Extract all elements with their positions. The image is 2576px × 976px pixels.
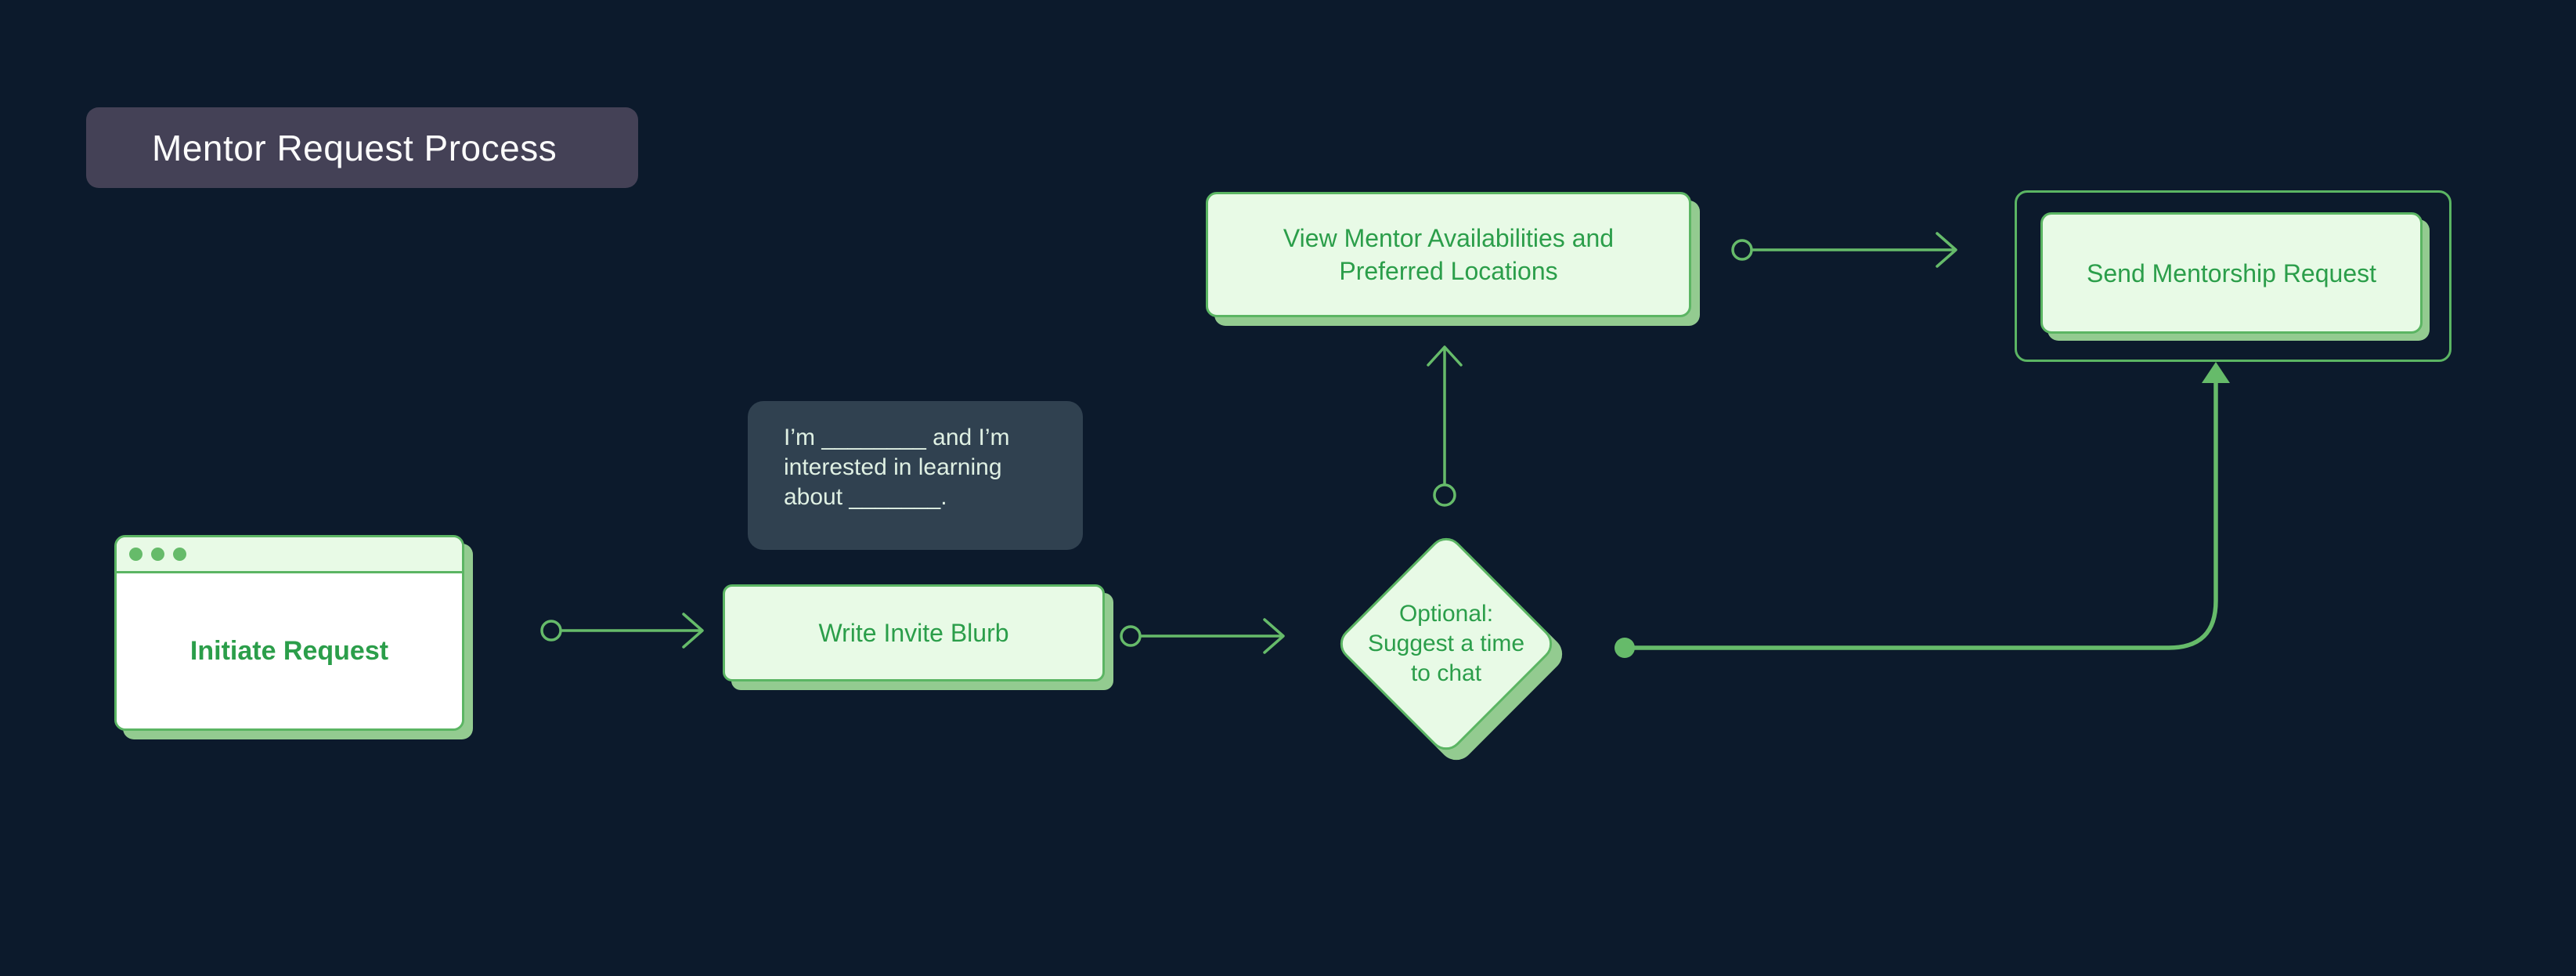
arrowhead-up-solid-icon	[2202, 362, 2230, 383]
connector-start-dot	[1615, 638, 1635, 658]
node-label: Initiate Request	[189, 635, 389, 666]
connector-view-to-send	[1731, 232, 1957, 268]
diagram-title-badge: Mentor Request Process	[86, 107, 638, 188]
note-line: I’m ________ and I’m	[784, 425, 1010, 450]
node-send-mentorship-request[interactable]: Send Mentorship Request	[2040, 212, 2423, 334]
connector-start-circle	[540, 620, 562, 642]
node-send-request-group[interactable]: Send Mentorship Request	[2015, 190, 2452, 362]
note-line: about _______.	[784, 484, 947, 510]
node-label-line: View Mentor Availabilities and	[1283, 224, 1615, 252]
note-line: interested in learning	[784, 454, 1002, 480]
node-view-mentor-availabilities[interactable]: View Mentor Availabilities and Preferred…	[1206, 192, 1691, 317]
window-dot-icon	[173, 548, 186, 561]
decision-line: Optional:	[1398, 601, 1494, 627]
node-label-line: Preferred Locations	[1339, 257, 1558, 285]
decision-label: Optional: Suggest a time to chat	[1335, 533, 1557, 755]
connector-initiate-to-blurb	[540, 613, 704, 649]
connector-start-circle	[1120, 625, 1142, 647]
window-dot-icon	[129, 548, 143, 561]
decision-line: Suggest a time	[1367, 631, 1525, 656]
connector-decision-to-view	[1427, 345, 1463, 507]
node-label: Write Invite Blurb	[818, 619, 1009, 647]
connector-blurb-to-decision	[1120, 618, 1285, 654]
diagram-title: Mentor Request Process	[152, 127, 557, 168]
window-dot-icon	[151, 548, 164, 561]
connector-start-circle	[1731, 239, 1753, 261]
arrowhead-right-icon	[682, 613, 704, 649]
decision-line: to chat	[1410, 660, 1482, 686]
connector-start-circle	[1433, 483, 1456, 507]
browser-window-header	[117, 537, 462, 573]
arrowhead-right-icon	[1263, 618, 1285, 654]
node-label: Send Mentorship Request	[2087, 258, 2376, 287]
node-initiate-request[interactable]: Initiate Request	[114, 535, 464, 731]
arrowhead-right-icon	[1936, 232, 1957, 268]
arrowhead-up-icon	[1427, 345, 1463, 367]
node-decision-suggest-time[interactable]: Optional: Suggest a time to chat	[1333, 530, 1570, 768]
connector-decision-to-send-curved	[1615, 362, 2230, 658]
note-invite-blurb-template[interactable]: I’m ________ and I’m interested in learn…	[748, 401, 1083, 550]
browser-window-body: Initiate Request	[117, 573, 462, 728]
node-write-invite-blurb[interactable]: Write Invite Blurb	[723, 584, 1105, 681]
